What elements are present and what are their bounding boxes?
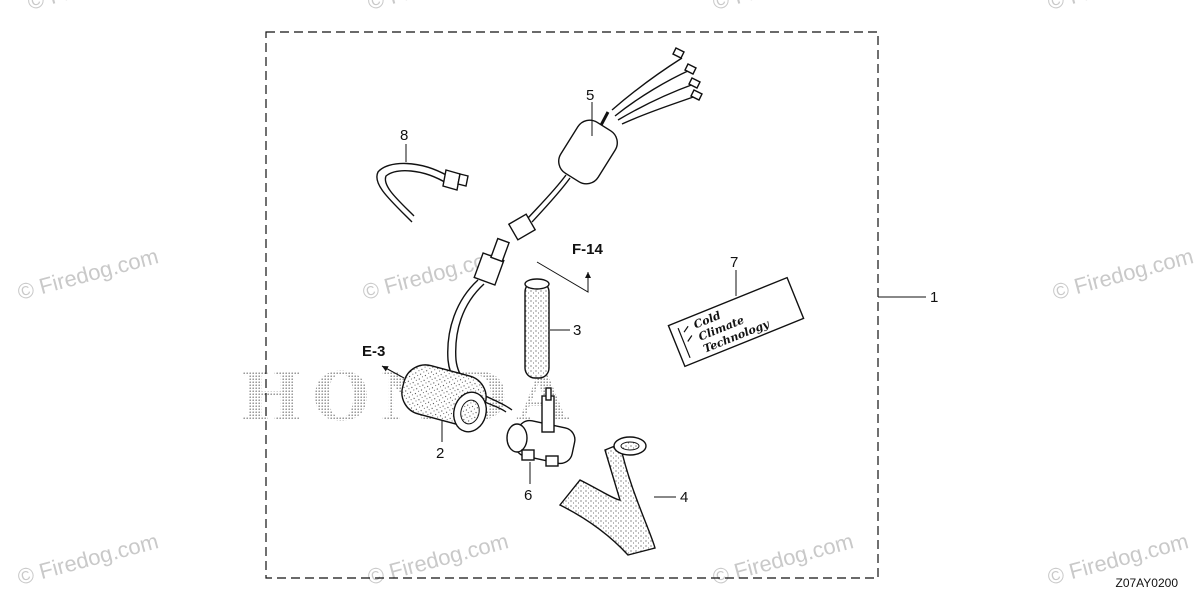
reference-f-14: F-14 — [572, 241, 604, 258]
watermark: © Firedog.com — [365, 528, 511, 590]
decal-part: Cold Climate Technology — [667, 276, 805, 368]
watermark: © Firedog.com — [1050, 243, 1196, 305]
callout-6: 6 — [524, 487, 532, 504]
short-hose-part — [524, 278, 550, 379]
watermark: © Firedog.com — [1045, 0, 1191, 15]
watermark: © Firedog.com — [365, 0, 511, 15]
watermark: © Firedog.com — [710, 0, 856, 15]
hose-tube-part — [401, 364, 487, 433]
watermark: © Firedog.com — [710, 528, 856, 590]
callout-8: 8 — [400, 127, 408, 144]
callout-7: 7 — [730, 254, 738, 271]
wire-harness-part — [507, 47, 703, 241]
watermark: © Firedog.com — [25, 0, 171, 15]
callout-4: 4 — [680, 489, 688, 506]
callout-2: 2 — [436, 445, 444, 462]
watermark: © Firedog.com — [15, 528, 161, 590]
reference-e-3-pointer — [381, 365, 405, 379]
callout-3: 3 — [573, 322, 581, 339]
assembly-frame — [265, 31, 879, 579]
connector-cable-part — [447, 237, 513, 413]
watermark: © Firedog.com — [15, 243, 161, 305]
callout-5: 5 — [586, 87, 594, 104]
reference-f-14-pointer — [536, 261, 591, 293]
cable-tie-part — [376, 162, 469, 223]
heater-fitting-part — [506, 387, 576, 467]
reference-e-3: E-3 — [362, 343, 385, 360]
elbow-hose-part — [558, 436, 656, 556]
diagram-code: Z07AY0200 — [1115, 576, 1179, 590]
assembly-callout-1: 1 — [930, 289, 938, 306]
